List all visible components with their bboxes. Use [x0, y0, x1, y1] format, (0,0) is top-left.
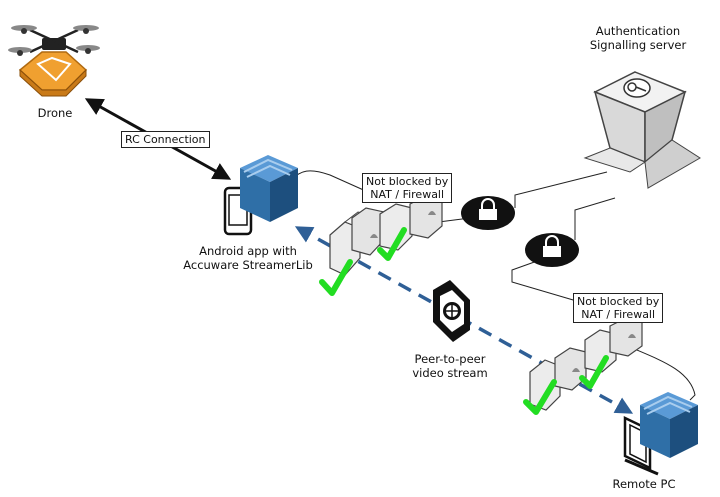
checkmark-icon-3	[523, 379, 557, 415]
p2p-stream-label: Peer-to-peer video stream	[412, 352, 488, 380]
firewall-wall-icon-bottom	[529, 317, 643, 411]
drone-label: Drone	[37, 106, 73, 120]
nat-firewall-label-top: Not blocked by NAT / Firewall	[362, 173, 453, 203]
cable-remote	[624, 344, 696, 401]
rc-connection-label: RC Connection	[121, 131, 210, 148]
film-reel-icon	[433, 280, 470, 342]
remote-pc-label: Remote PC	[612, 477, 676, 491]
server-label: Authentication Signalling server	[589, 24, 687, 52]
nat-firewall-label-bottom: Not blocked by NAT / Firewall	[573, 293, 664, 323]
cable-server-a	[514, 171, 608, 208]
key-icon	[623, 78, 651, 98]
checkmark-icon-1	[319, 259, 353, 296]
cube-icon-android	[240, 155, 298, 222]
checkmark-icon-4	[579, 355, 609, 389]
cable-android	[291, 170, 369, 193]
cube-icon-remote	[640, 392, 698, 458]
lock-icon-bottom	[525, 233, 579, 267]
android-app-label: Android app with Accuware StreamerLib	[183, 244, 313, 272]
drone-icon	[8, 25, 100, 97]
cable-server-b	[574, 197, 616, 240]
checkmark-icon-2	[377, 227, 407, 261]
lock-icon-top	[461, 196, 515, 230]
